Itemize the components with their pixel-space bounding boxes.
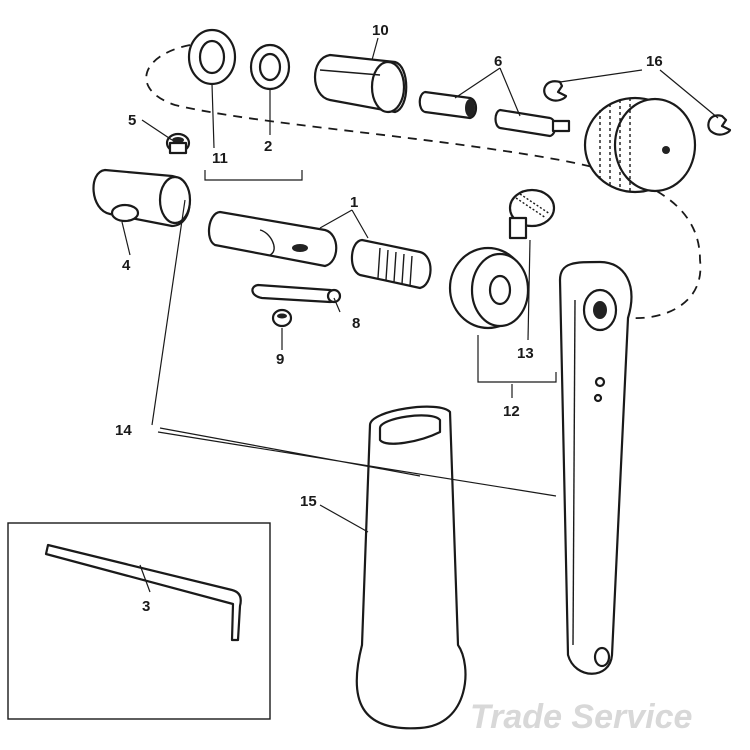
part-5-set-screw [165,132,191,155]
label-12: 12 [503,403,520,420]
label-5: 5 [128,112,136,129]
part-13-thumb-screw [508,188,556,240]
label-6: 6 [494,53,502,70]
label-8: 8 [352,315,360,332]
part-8-latch [251,283,342,304]
part-2-ring [249,43,291,91]
label-13: 13 [517,345,534,362]
label-14: 14 [115,422,132,439]
part-1-spring [350,238,432,290]
part-11-washer [187,28,237,86]
part-9-small-screw [271,308,293,328]
label-3: 3 [142,598,150,615]
part-4-clamp-block [92,168,192,228]
part-3-hex-key-box [7,522,271,720]
watermark-text: Trade Service [470,698,692,736]
part-knurled-knob [583,96,697,194]
part-6-pin-b [494,108,571,138]
part-1-pawl [207,210,338,268]
label-1: 1 [350,194,358,211]
label-11: 11 [212,150,228,167]
label-16: 16 [646,53,663,70]
leader-lines [121,37,719,593]
part-10-sleeve [314,53,408,114]
part-16-clip-b [707,114,732,136]
label-4: 4 [122,257,131,274]
label-2: 2 [264,138,272,155]
assembly-dashed-path [145,44,702,319]
label-15: 15 [300,493,317,510]
label-10: 10 [372,22,389,39]
part-6-pin-a [418,90,478,120]
part-ratchet-handle [558,260,633,675]
label-9: 9 [276,351,284,368]
part-16-clip-a [543,80,568,102]
part-15-grip-sleeve [355,405,467,730]
part-12-disc [448,246,530,330]
